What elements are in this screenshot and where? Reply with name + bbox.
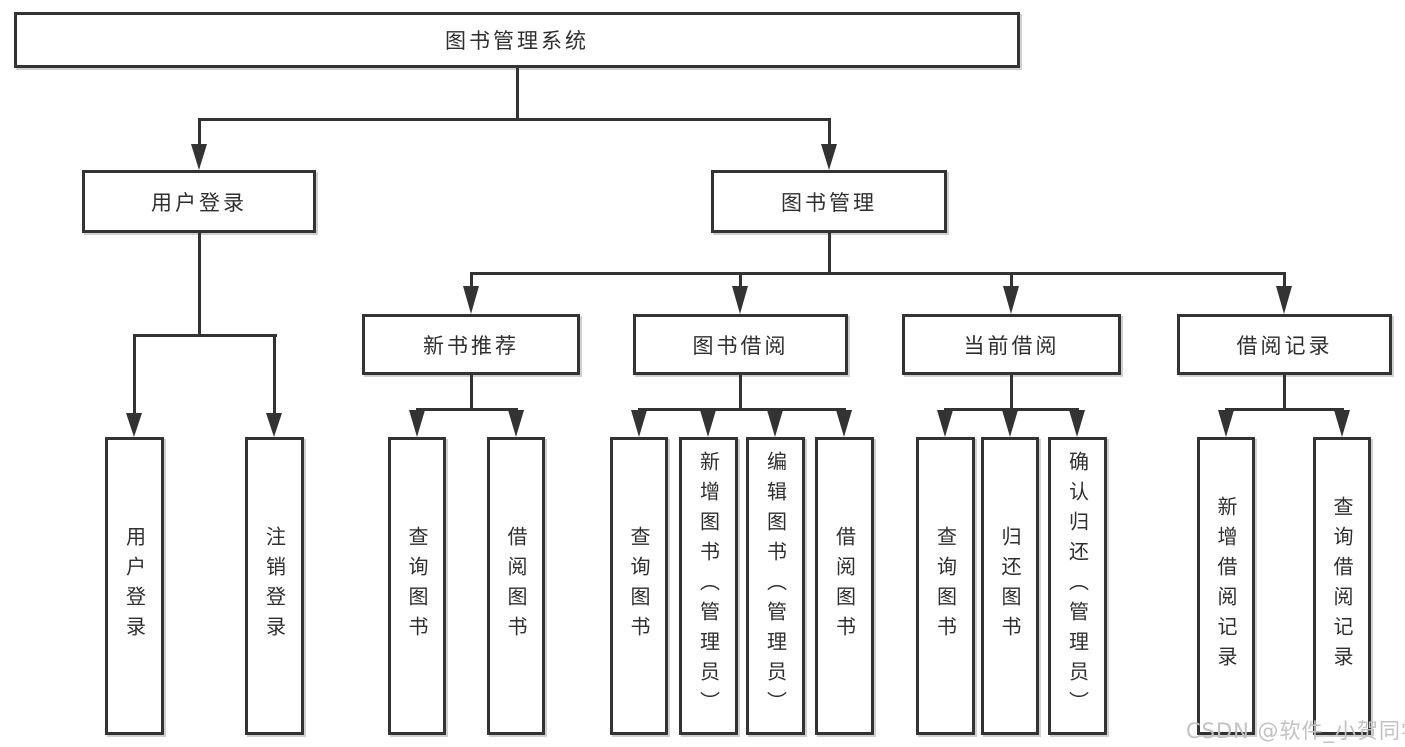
arrow-down-icon xyxy=(836,410,852,437)
connector-drop-level3 xyxy=(470,272,473,288)
arrow-down-icon xyxy=(508,410,524,437)
arrow-down-icon xyxy=(732,286,748,314)
leaf-confirm-return-admin: 确认归还（管理员） xyxy=(1048,437,1107,735)
connector-user-login-rail xyxy=(133,334,277,337)
connector-level1-rail xyxy=(198,118,831,121)
leaf-borrow-books-recommend: 借阅图书 xyxy=(487,437,545,735)
node-new-book-recommend: 新书推荐 xyxy=(362,314,580,375)
leaf-query-books-current: 查询图书 xyxy=(916,437,975,735)
arrow-down-icon xyxy=(191,144,207,170)
connector-drop-level3 xyxy=(1283,272,1286,288)
arrow-down-icon xyxy=(266,413,282,437)
connector-level3-rail xyxy=(470,272,1286,275)
leaf-logout-login: 注销登录 xyxy=(245,437,304,735)
connector-records-stem xyxy=(1283,373,1286,410)
node-user-login: 用户登录 xyxy=(82,170,316,233)
arrow-down-icon xyxy=(126,413,142,437)
arrow-down-icon xyxy=(1334,410,1350,437)
arrow-down-icon xyxy=(1218,410,1234,437)
arrow-down-icon xyxy=(767,410,783,437)
node-borrow-records: 借阅记录 xyxy=(1177,314,1392,375)
node-book-borrow: 图书借阅 xyxy=(633,314,848,375)
arrow-down-icon xyxy=(1276,286,1292,314)
connector-drop-leaf xyxy=(273,334,276,416)
arrow-down-icon xyxy=(937,410,953,437)
connector-current-stem xyxy=(1010,373,1013,410)
node-current-borrow: 当前借阅 xyxy=(902,314,1121,375)
arrow-down-icon xyxy=(463,286,479,314)
arrow-down-icon xyxy=(821,144,837,170)
arrow-down-icon xyxy=(1069,410,1085,437)
connector-recommend-stem xyxy=(470,373,473,410)
connector-borrow-stem xyxy=(739,373,742,410)
connector-root-stem xyxy=(516,66,519,120)
connector-current-rail xyxy=(944,408,1079,411)
leaf-user-login: 用户登录 xyxy=(105,437,164,735)
connector-drop-user-login xyxy=(198,118,201,146)
leaf-query-borrow-record: 查询借阅记录 xyxy=(1313,437,1371,735)
arrow-down-icon xyxy=(1003,286,1019,314)
connector-records-rail xyxy=(1225,408,1344,411)
arrow-down-icon xyxy=(631,410,647,437)
watermark: CSDN @软件_小贺同学 xyxy=(1186,719,1405,743)
leaf-edit-books-admin: 编辑图书（管理员） xyxy=(746,437,805,735)
leaf-query-books-recommend: 查询图书 xyxy=(388,437,446,735)
connector-drop-leaf xyxy=(133,334,136,416)
node-book-management: 图书管理 xyxy=(711,170,947,233)
connector-drop-level3 xyxy=(1010,272,1013,288)
leaf-query-books-borrow: 查询图书 xyxy=(610,437,668,735)
leaf-borrow-books-borrow: 借阅图书 xyxy=(815,437,874,735)
connector-borrow-rail xyxy=(638,408,846,411)
arrow-down-icon xyxy=(1002,410,1018,437)
connector-drop-level3 xyxy=(739,272,742,288)
arrow-down-icon xyxy=(409,410,425,437)
arrow-down-icon xyxy=(700,410,716,437)
connector-recommend-rail xyxy=(416,408,518,411)
connector-book-management-stem xyxy=(828,230,831,275)
node-library-system: 图书管理系统 xyxy=(14,12,1020,68)
connector-drop-book-management xyxy=(828,118,831,146)
leaf-return-books: 归还图书 xyxy=(981,437,1039,735)
connector-user-login-stem xyxy=(198,230,201,336)
leaf-add-books-admin: 新增图书（管理员） xyxy=(679,437,738,735)
leaf-add-borrow-record: 新增借阅记录 xyxy=(1197,437,1255,735)
